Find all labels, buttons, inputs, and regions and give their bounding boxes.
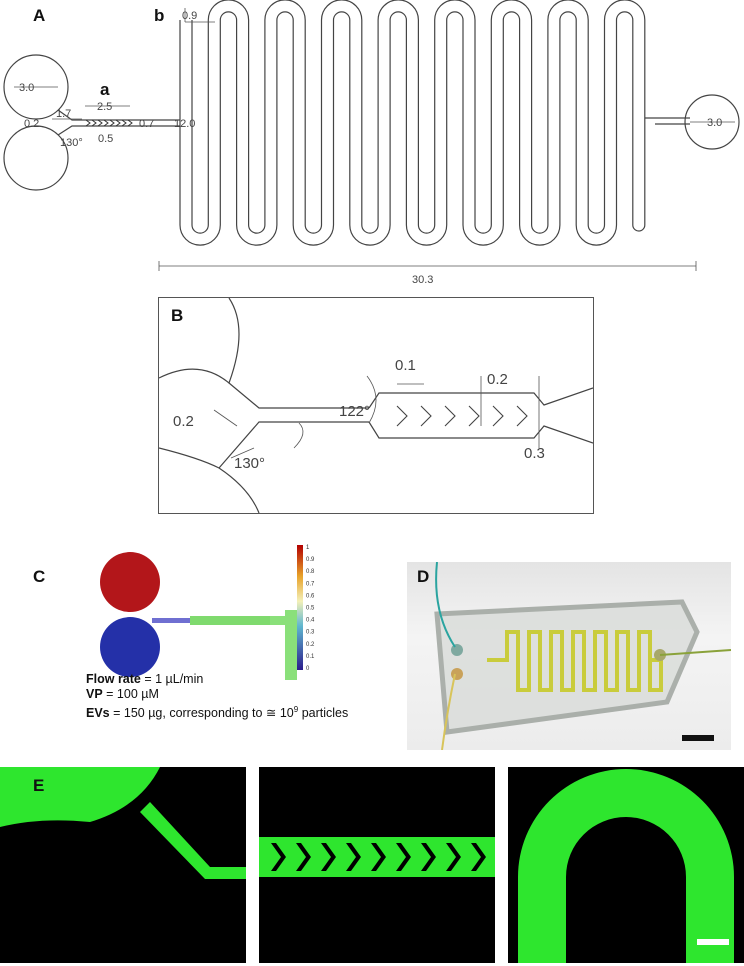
- b-mixer-bottom: [368, 421, 593, 444]
- colorbar-tick-label: 1: [306, 545, 310, 551]
- evs-tail: particles: [298, 706, 349, 721]
- panel-label-D: D: [417, 567, 430, 586]
- d-serpentine-channel: [487, 630, 663, 692]
- c-inlet-top-red: [100, 552, 160, 612]
- colorbar-tick-label: 0.3: [306, 630, 315, 636]
- e1-inlet-fluor: [0, 767, 160, 827]
- d-scale-bar: [682, 735, 714, 741]
- y-junction: [57, 109, 180, 136]
- colorbar-tick-label: 0.7: [306, 581, 315, 587]
- e2-chevron: [421, 843, 436, 871]
- panel-a-chip-schematic: 3.0 0.2 1.7 2.5 0.5 0.7 130° 12.0 0.9 3.…: [3, 0, 740, 286]
- d-outlet-tube: [659, 649, 731, 656]
- b-dim-junction-angle: 130°: [234, 455, 265, 472]
- panel-label-a: a: [100, 80, 110, 99]
- dim-inlet-length: 1.7: [56, 108, 71, 120]
- panel-e-turn-image: [508, 767, 744, 963]
- c-mixer-region: [190, 616, 270, 625]
- outlet-channel: [655, 117, 690, 125]
- b-chevron-array: [396, 405, 528, 427]
- c-colorbar-ticks: 1 0.9 0.8 0.7 0.6 0.5 0.4 0.3 0.2 0.1 0: [306, 545, 315, 672]
- colorbar-tick-label: 0: [306, 666, 310, 672]
- panel-b-frame: B 0.2 130° 122° 0.1 0.2 0.3: [158, 297, 594, 514]
- b-dim-chevron-width: 0.2: [487, 371, 508, 388]
- dim-outlet-diameter: 3.0: [707, 117, 722, 129]
- d-inlet-tube-1: [435, 562, 456, 648]
- panel-e-junction-image: E: [0, 767, 246, 963]
- e2-chevron: [471, 843, 486, 871]
- panel-d-device-photo: D: [407, 562, 731, 750]
- c-inlet-bottom-blue: [100, 617, 160, 677]
- c-colorbar: [297, 545, 303, 670]
- e2-chevron: [371, 843, 386, 871]
- colorbar-tick-label: 0.5: [306, 606, 315, 612]
- b-dim-outlet-width: 0.3: [524, 445, 545, 462]
- panel-label-E: E: [33, 776, 45, 795]
- dim-mixer-pitch: 0.5: [98, 133, 113, 145]
- panel-label-b: b: [154, 6, 165, 25]
- b-dim-chevron-gap: 0.1: [395, 357, 416, 374]
- d-inlet-port-2: [451, 668, 463, 680]
- dim-junction-width: 0.2: [24, 118, 39, 130]
- e3-scale-bar: [697, 939, 729, 945]
- d-pdms-chip: [434, 599, 700, 735]
- serpentine-channel: [179, 0, 655, 246]
- b-inlet-top-edge: [159, 298, 240, 385]
- panel-label-A: A: [33, 6, 46, 25]
- panel-b-zoom-schematic: 0.2 130° 122° 0.1 0.2 0.3: [159, 298, 593, 513]
- b-dim-chevron-angle: 122°: [339, 403, 370, 420]
- e2-chevron: [321, 843, 336, 871]
- evs-value: = 150 µg, corresponding to ≅ 10: [109, 706, 294, 721]
- panel-label-B: B: [171, 306, 184, 325]
- dim-taper: 0.7: [139, 118, 154, 130]
- e2-chevron: [271, 843, 286, 871]
- dim-mixer-length: 2.5: [97, 101, 112, 113]
- inlet-reservoir-bottom: [3, 125, 69, 191]
- inlet-reservoir-top: [3, 54, 69, 120]
- flow-rate-value: = 1 µL/min: [140, 672, 204, 686]
- dim-total-length: 30.3: [412, 274, 433, 286]
- dim-serpentine-height: 12.0: [174, 118, 195, 130]
- flow-rate-label: Flow rate: [86, 672, 141, 686]
- b-dim-junction-width: 0.2: [173, 413, 194, 430]
- e2-chevrons: [271, 843, 486, 871]
- b-channel-top: [228, 382, 369, 409]
- c-outlet-channel: [270, 610, 297, 680]
- colorbar-tick-label: 0.1: [306, 654, 315, 660]
- dim-serpentine-channel: 0.9: [182, 10, 197, 22]
- e2-chevron: [346, 843, 361, 871]
- e1-channel-fluor: [140, 802, 246, 879]
- d-inlet-tube-2: [441, 673, 456, 750]
- e2-chevron: [446, 843, 461, 871]
- dim-junction-angle: 130°: [60, 137, 83, 149]
- colorbar-tick-label: 0.8: [306, 569, 315, 575]
- colorbar-tick-label: 0.9: [306, 557, 315, 563]
- colorbar-tick-label: 0.2: [306, 642, 315, 648]
- colorbar-tick-label: 0.6: [306, 593, 315, 599]
- e2-chevron: [296, 843, 311, 871]
- vp-value: = 100 µM: [102, 687, 159, 701]
- dim-inlet-diameter: 3.0: [19, 82, 34, 94]
- panel-label-C: C: [33, 567, 46, 586]
- c-mixing-channel: [152, 618, 192, 623]
- evs-label: EVs: [86, 706, 110, 721]
- evs-exponent: 9: [293, 705, 299, 714]
- mixer-chevrons: [85, 119, 133, 127]
- b-channel-bottom: [218, 421, 369, 469]
- vp-label: VP: [86, 687, 103, 701]
- e2-chevron: [396, 843, 411, 871]
- d-inlet-port-1: [451, 644, 463, 656]
- outlet-reservoir: [684, 94, 740, 150]
- panel-e-mixer-image: [259, 767, 495, 963]
- e3-uturn-fluor: [518, 769, 734, 963]
- panel-c-simulation: 1 0.9 0.8 0.7 0.6 0.5 0.4 0.3 0.2 0.1 0: [100, 545, 315, 680]
- colorbar-tick-label: 0.4: [306, 618, 315, 624]
- panel-c-parameters: Flow rate = 1 µL/min VP = 100 µM EVs = 1…: [86, 672, 348, 721]
